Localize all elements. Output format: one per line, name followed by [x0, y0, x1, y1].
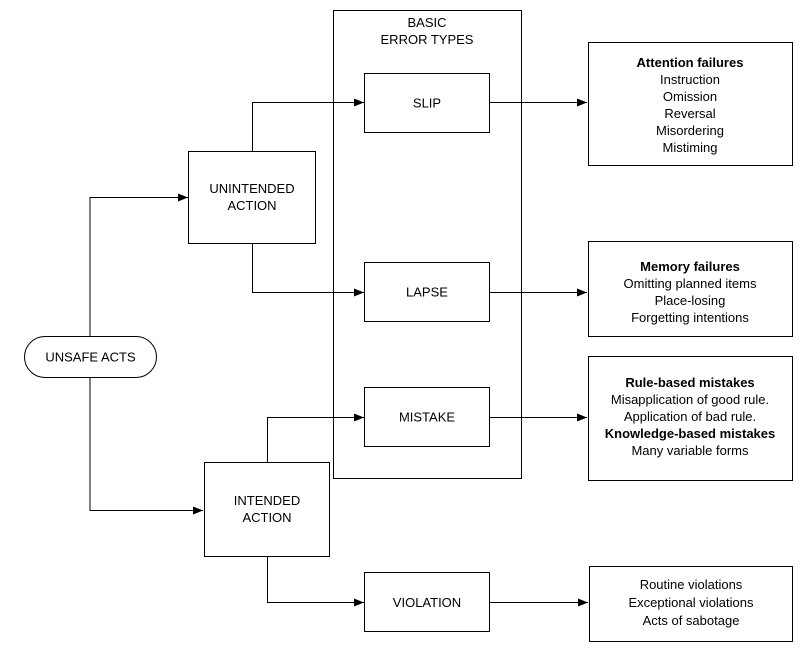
slip-description-line-2: Instruction: [660, 72, 720, 87]
unintended-action-label-line-2: ACTION: [227, 198, 276, 213]
intended-action-label-line-2: ACTION: [242, 510, 291, 525]
container-label-line-1: BASIC: [407, 15, 446, 30]
slip-description-box: [588, 42, 793, 166]
mistake-label: MISTAKE: [399, 410, 455, 425]
violation-description-line-3: Acts of sabotage: [643, 613, 740, 628]
slip-box: [364, 73, 490, 133]
lapse-description-line-4: Forgetting intentions: [631, 310, 749, 325]
unintended-action-label-line-1: UNINTENDED: [209, 181, 294, 196]
slip-description-line-5: Misordering: [656, 123, 724, 138]
connector-intended-to-mistake: [267, 413, 364, 462]
mistake-description-line-2: Misapplication of good rule.: [611, 392, 769, 407]
slip-description-line-6: Mistiming: [663, 140, 718, 155]
unsafe-acts-label: UNSAFE ACTS: [45, 350, 136, 365]
mistake-description-box: [588, 356, 793, 481]
lapse-box: [364, 262, 490, 322]
mistake-description-line-3: Application of bad rule.: [624, 409, 756, 424]
lapse-description-line-1: Memory failures: [640, 259, 740, 274]
violation-label: VIOLATION: [393, 595, 461, 610]
mistake-description-line-5: Many variable forms: [631, 443, 749, 458]
lapse-description-line-2: Omitting planned items: [624, 276, 757, 291]
violation-description-box: [589, 566, 793, 642]
connector-unintended-to-slip: [252, 98, 364, 151]
slip-label: SLIP: [413, 96, 441, 111]
connector-intended-to-violation: [267, 557, 364, 607]
connector-start-to-intended: [89, 378, 203, 515]
lapse-label: LAPSE: [406, 285, 448, 300]
slip-description-line-3: Omission: [663, 89, 717, 104]
lapse-description-line-3: Place-losing: [655, 293, 726, 308]
intended-action-label-line-1: INTENDED: [234, 493, 300, 508]
slip-description-line-4: Reversal: [664, 106, 715, 121]
violation-description-line-1: Routine violations: [640, 577, 743, 592]
violation-box: [364, 572, 490, 632]
unsafe-acts-node: [24, 336, 157, 378]
mistake-description-line-4: Knowledge-based mistakes: [605, 426, 776, 441]
unintended-action-box: [188, 151, 316, 244]
lapse-description-box: [588, 241, 793, 337]
connector-unintended-to-lapse: [252, 244, 364, 297]
intended-action-box: [204, 462, 330, 557]
violation-description-line-2: Exceptional violations: [628, 595, 754, 610]
mistake-description-line-1: Rule-based mistakes: [625, 375, 754, 390]
mistake-box: [364, 387, 490, 447]
slip-description-line-1: Attention failures: [637, 55, 744, 70]
container-label-line-2: ERROR TYPES: [381, 32, 474, 47]
connector-start-to-unintended: [89, 193, 188, 336]
connectors: [89, 98, 588, 607]
